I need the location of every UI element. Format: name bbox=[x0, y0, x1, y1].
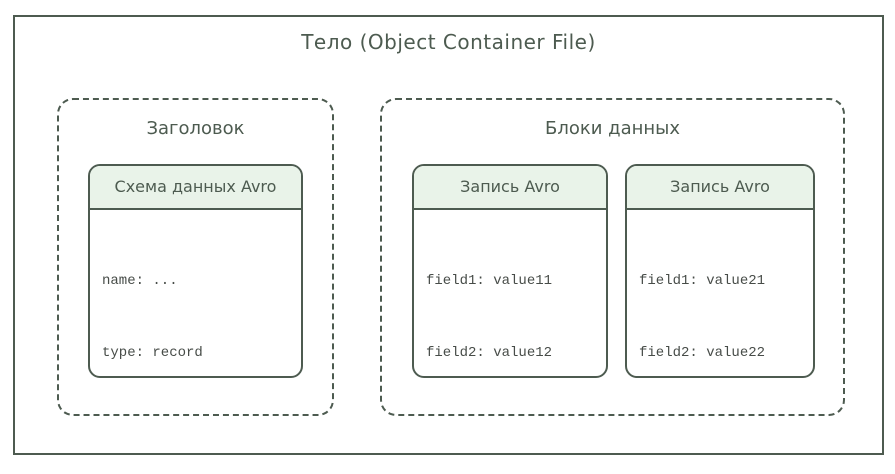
header-section-label: Заголовок bbox=[146, 118, 245, 139]
avro-record-box-2: Запись Avro field1: value21 field2: valu… bbox=[625, 164, 815, 378]
avro-record-1-body: field1: value11 field2: value12 ... [sys… bbox=[414, 210, 606, 376]
avro-record-2-body: field1: value21 field2: value22 ... [sys… bbox=[627, 210, 813, 376]
schema-code-line: type: record bbox=[102, 345, 203, 361]
avro-schema-box-body: name: ... type: record field1: datatype1… bbox=[90, 210, 301, 376]
avro-record-1-title: Запись Avro bbox=[414, 166, 606, 210]
data-blocks-section-label: Блоки данных bbox=[544, 118, 681, 139]
avro-record-2-title: Запись Avro bbox=[627, 166, 813, 210]
avro-record-box-1: Запись Avro field1: value11 field2: valu… bbox=[412, 164, 608, 378]
data-blocks-section-box: Блоки данных bbox=[380, 98, 845, 416]
header-section-box: Заголовок bbox=[57, 98, 334, 416]
record-code-line: field1: value21 bbox=[639, 273, 766, 289]
record-code-line: field2: value12 bbox=[426, 345, 553, 361]
record-code-line: field2: value22 bbox=[639, 345, 766, 361]
avro-schema-box: Схема данных Avro name: ... type: record… bbox=[88, 164, 303, 378]
diagram-title: Тело (Object Container File) bbox=[301, 30, 596, 54]
avro-schema-box-title: Схема данных Avro bbox=[90, 166, 301, 210]
schema-code-line: name: ... bbox=[102, 273, 178, 289]
record-code-line: field1: value11 bbox=[426, 273, 553, 289]
